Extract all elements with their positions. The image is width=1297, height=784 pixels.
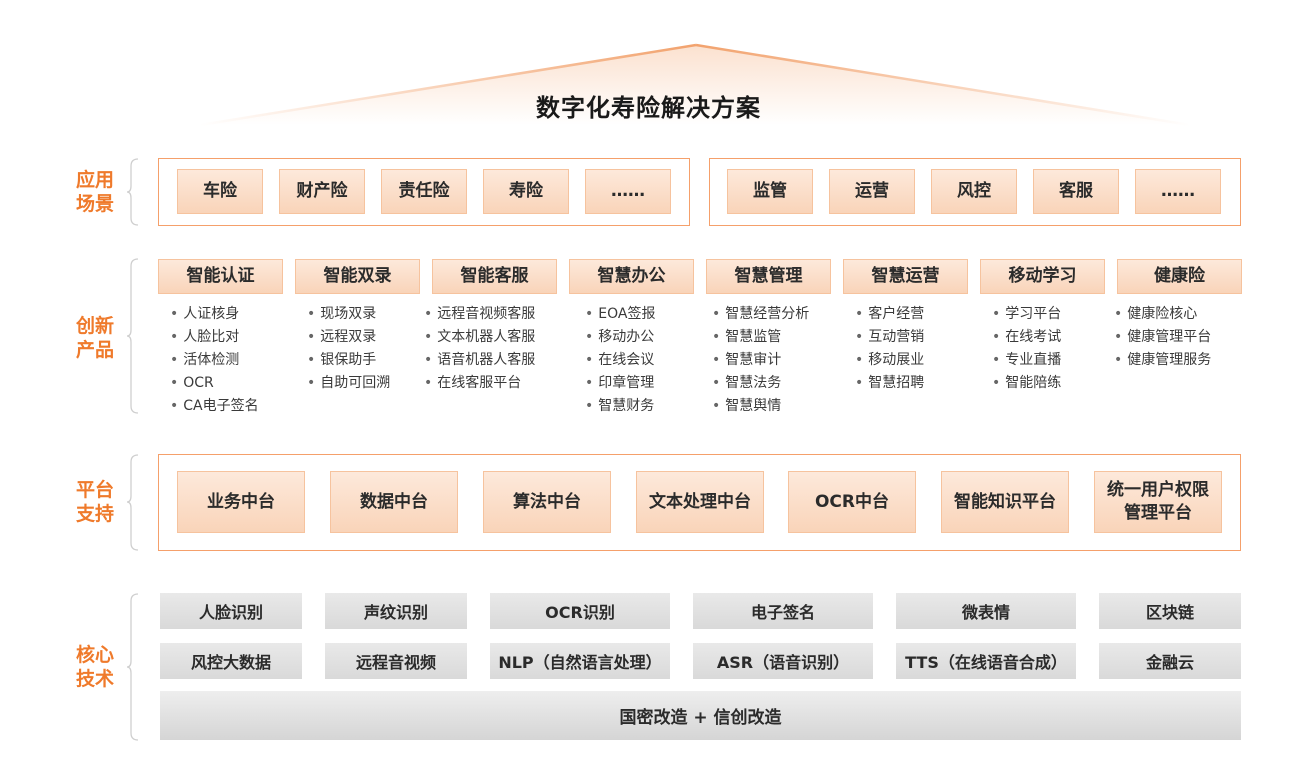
tech-box: ASR（语音识别） — [693, 643, 873, 679]
product-title: 移动学习 — [980, 259, 1105, 294]
product-item: 文本机器人客服 — [422, 326, 535, 349]
product-title: 智慧运营 — [843, 259, 968, 294]
brace-products — [126, 258, 139, 414]
product-title: 智能认证 — [158, 259, 283, 294]
product-title: 智慧办公 — [569, 259, 694, 294]
scene-box: …… — [1135, 169, 1221, 214]
scene-box: 风控 — [931, 169, 1017, 214]
tech-box: 区块链 — [1099, 593, 1241, 629]
platform-box: 文本处理中台 — [636, 471, 764, 533]
product-item: 智慧财务 — [583, 395, 655, 418]
platform-box: 算法中台 — [483, 471, 611, 533]
product-item: 客户经营 — [853, 303, 924, 326]
product-item: 在线会议 — [583, 349, 655, 372]
product-items: 学习平台 在线考试 专业直播 智能陪练 — [990, 303, 1061, 395]
brace-platform — [126, 454, 139, 551]
product-item: 智慧招聘 — [853, 372, 924, 395]
product-item: 印章管理 — [583, 372, 655, 395]
product-item: 智能陪练 — [990, 372, 1061, 395]
tech-base-box: 国密改造 + 信创改造 — [160, 691, 1241, 740]
row-label-platform: 平台支持 — [62, 478, 128, 526]
tech-box: TTS（在线语音合成） — [896, 643, 1076, 679]
platform-box: 智能知识平台 — [941, 471, 1069, 533]
product-items: EOA签报 移动办公 在线会议 印章管理 智慧财务 — [583, 303, 655, 418]
platform-box: 数据中台 — [330, 471, 458, 533]
product-item: 智慧舆情 — [710, 395, 809, 418]
row-label-line: 产品 — [75, 339, 114, 361]
product-item: 智慧法务 — [710, 372, 809, 395]
product-item: 远程双录 — [305, 326, 390, 349]
product-items: 智慧经营分析 智慧监管 智慧审计 智慧法务 智慧舆情 — [710, 303, 809, 418]
row-label-tech: 核心技术 — [62, 643, 128, 691]
product-item: 健康管理服务 — [1112, 349, 1211, 372]
scene-box: 责任险 — [381, 169, 467, 214]
product-item: 学习平台 — [990, 303, 1061, 326]
product-item: 活体检测 — [168, 349, 259, 372]
scene-box: 运营 — [829, 169, 915, 214]
tech-box: 电子签名 — [693, 593, 873, 629]
scene-box: 监管 — [727, 169, 813, 214]
product-item: 专业直播 — [990, 349, 1061, 372]
brace-tech — [126, 593, 139, 741]
tech-box: 声纹识别 — [325, 593, 467, 629]
row-label-line: 创新 — [75, 315, 114, 337]
product-item: 互动营销 — [853, 326, 924, 349]
row-label-products: 创新产品 — [62, 314, 128, 362]
product-item: 语音机器人客服 — [422, 349, 535, 372]
row-label-line: 应用 — [75, 169, 114, 191]
tech-box: 风控大数据 — [160, 643, 302, 679]
product-item: 人证核身 — [168, 303, 259, 326]
scene-box: 寿险 — [483, 169, 569, 214]
tech-box: NLP（自然语言处理） — [490, 643, 670, 679]
product-items: 远程音视频客服 文本机器人客服 语音机器人客服 在线客服平台 — [422, 303, 535, 395]
product-title: 智慧管理 — [706, 259, 831, 294]
product-item: 人脸比对 — [168, 326, 259, 349]
product-title: 智能客服 — [432, 259, 557, 294]
tech-box: 人脸识别 — [160, 593, 302, 629]
product-item: CA电子签名 — [168, 395, 258, 418]
product-item: 在线客服平台 — [422, 372, 535, 395]
platform-box: 统一用户权限 管理平台 — [1094, 471, 1222, 533]
roof-shape — [199, 43, 1191, 127]
product-item: OCR — [168, 372, 259, 395]
product-item: 智慧审计 — [710, 349, 809, 372]
platform-box: OCR中台 — [788, 471, 916, 533]
product-item: 移动展业 — [853, 349, 924, 372]
tech-box: 金融云 — [1099, 643, 1241, 679]
tech-box: 远程音视频 — [325, 643, 467, 679]
product-item: 智慧经营分析 — [710, 303, 809, 326]
product-item: 自助可回溯 — [305, 372, 390, 395]
page-title: 数字化寿险解决方案 — [536, 94, 761, 122]
scene-box: 财产险 — [279, 169, 365, 214]
row-label-line: 场景 — [75, 193, 114, 215]
scene-box: 车险 — [177, 169, 263, 214]
product-item: EOA签报 — [583, 303, 655, 326]
row-label-line: 支持 — [75, 503, 114, 525]
product-item: 智慧监管 — [710, 326, 809, 349]
product-title: 健康险 — [1117, 259, 1242, 294]
tech-box: 微表情 — [896, 593, 1076, 629]
product-item: 在线考试 — [990, 326, 1061, 349]
row-label-line: 平台 — [75, 479, 114, 501]
product-items: 现场双录 远程双录 银保助手 自助可回溯 — [305, 303, 390, 395]
platform-box: 业务中台 — [177, 471, 305, 533]
brace-scenes — [126, 158, 139, 226]
row-label-line: 技术 — [75, 668, 114, 690]
product-title: 智能双录 — [295, 259, 420, 294]
product-item: 现场双录 — [305, 303, 390, 326]
row-label-line: 核心 — [75, 644, 114, 666]
product-items: 健康险核心 健康管理平台 健康管理服务 — [1112, 303, 1211, 372]
product-items: 人证核身 人脸比对 活体检测 OCR CA电子签名 — [168, 303, 259, 418]
product-item: 银保助手 — [305, 349, 390, 372]
tech-box: OCR识别 — [490, 593, 670, 629]
row-label-scenes: 应用场景 — [62, 168, 128, 216]
product-item: 移动办公 — [583, 326, 655, 349]
product-item: 健康险核心 — [1112, 303, 1211, 326]
scene-box: 客服 — [1033, 169, 1119, 214]
product-item: 健康管理平台 — [1112, 326, 1211, 349]
scene-box: …… — [585, 169, 671, 214]
product-item: 远程音视频客服 — [422, 303, 535, 326]
product-items: 客户经营 互动营销 移动展业 智慧招聘 — [853, 303, 924, 395]
